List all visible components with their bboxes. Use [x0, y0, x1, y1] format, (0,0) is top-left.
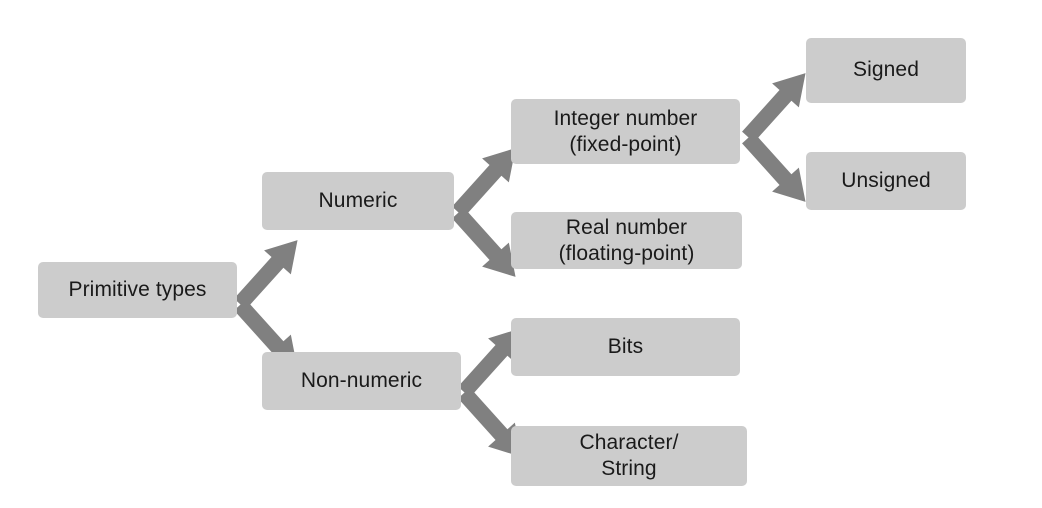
node-real-number: Real number (floating-point) — [511, 212, 742, 269]
node-bits: Bits — [511, 318, 740, 376]
node-non-numeric: Non-numeric — [262, 352, 461, 410]
node-integer-number: Integer number (fixed-point) — [511, 99, 740, 164]
node-character-string: Character/ String — [511, 426, 747, 486]
edge-primitive-to-numeric — [226, 228, 311, 317]
node-primitive-types: Primitive types — [38, 262, 237, 318]
node-signed: Signed — [806, 38, 966, 103]
node-unsigned: Unsigned — [806, 152, 966, 210]
node-numeric: Numeric — [262, 172, 454, 230]
